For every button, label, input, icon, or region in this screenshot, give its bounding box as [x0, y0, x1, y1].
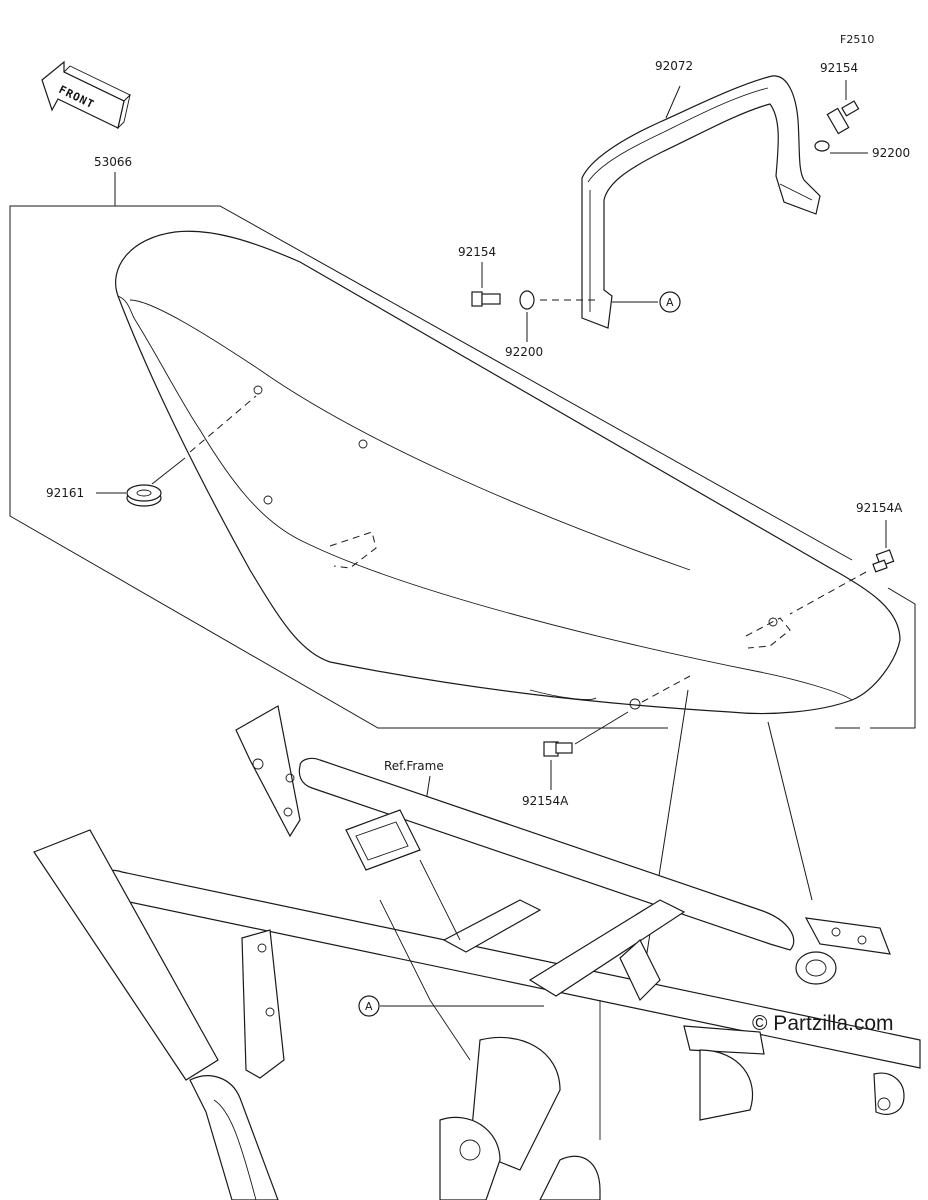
- damper-guide-solid: [151, 457, 186, 485]
- guide-line-right: [767, 721, 813, 901]
- label-damper: 92161: [46, 486, 84, 500]
- label-bolt-upper-right: 92154: [820, 61, 858, 75]
- front-bolt-guide: [574, 711, 629, 745]
- damper-icon: [126, 484, 162, 507]
- seat: [115, 230, 901, 715]
- watermark: © Partzilla.com: [752, 1012, 894, 1035]
- ref-frame-label: Ref.Frame: [384, 759, 444, 773]
- bolt-left-icon: [471, 291, 501, 307]
- seat-assembly-bracket: [9, 172, 668, 729]
- frame: [33, 705, 921, 1200]
- washer-upper-right-icon: [814, 140, 830, 152]
- washer-left-icon: [519, 290, 535, 310]
- label-washer-left: 92200: [505, 345, 543, 359]
- grab-strap: [581, 75, 821, 329]
- leader-grab-strap: [665, 85, 681, 119]
- callout-a-bottom: [358, 995, 380, 1017]
- front-bolt-guide-dashed: [641, 675, 691, 703]
- figure-code: F2510: [840, 33, 874, 46]
- bolt-seat-rear-icon: [872, 549, 895, 573]
- seat-bracket-right: [870, 587, 916, 729]
- front-arrow-icon: FRONT: [41, 60, 131, 130]
- label-washer-upper-right: 92200: [872, 146, 910, 160]
- rear-bolt-guide: [789, 571, 867, 615]
- bolt-seat-front-icon: [543, 741, 573, 757]
- seat-bracket-top: [115, 205, 853, 561]
- damper-guide-dashed: [189, 395, 257, 453]
- label-bolt-left: 92154: [458, 245, 496, 259]
- callout-a-top-letter: A: [666, 296, 674, 309]
- bolt-upper-right-icon: [826, 100, 860, 135]
- callout-a-bottom-letter: A: [365, 1000, 373, 1013]
- label-seat: 53066: [94, 155, 132, 169]
- label-bolt-seat-front: 92154A: [522, 794, 569, 808]
- label-grab-strap: 92072: [655, 59, 693, 73]
- label-bolt-seat-rear: 92154A: [856, 501, 903, 515]
- callout-a-top: [659, 291, 681, 313]
